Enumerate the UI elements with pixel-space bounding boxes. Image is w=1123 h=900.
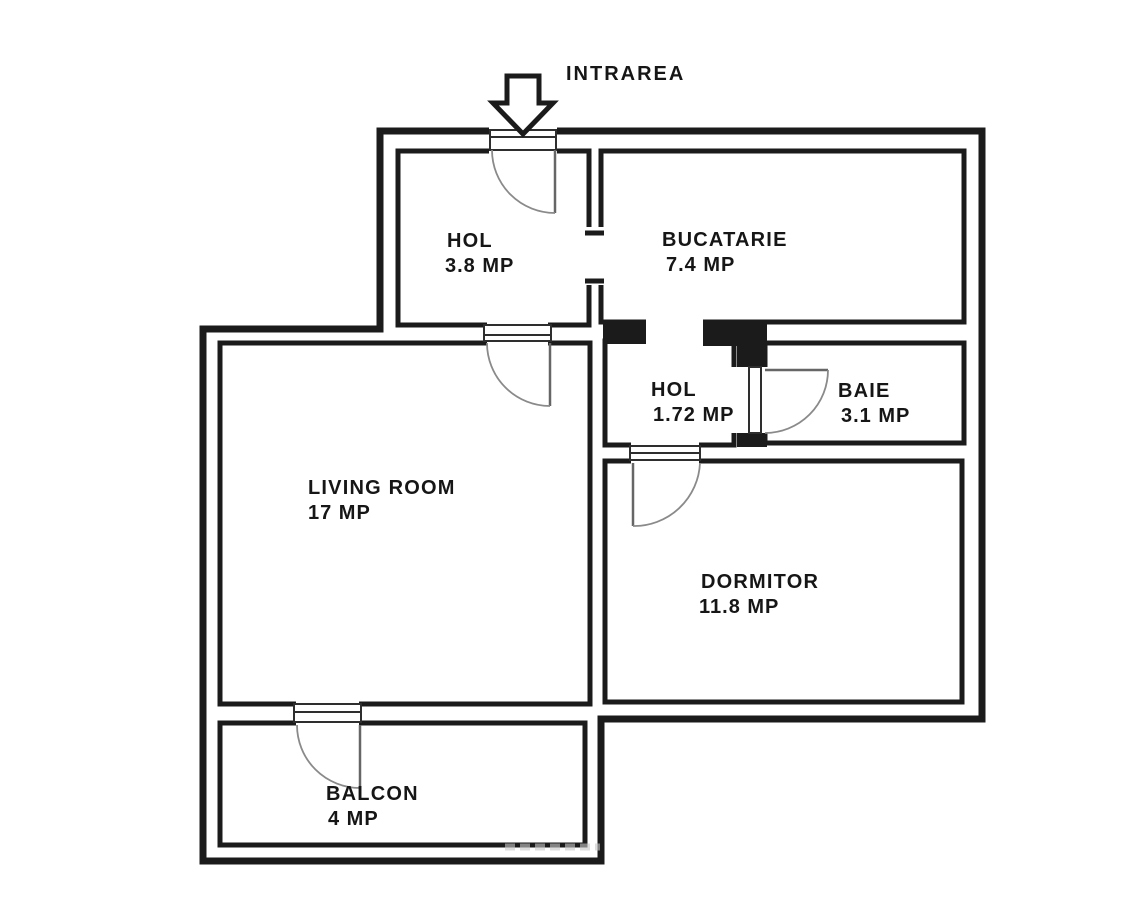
room-living-area: 17 MP <box>308 502 371 524</box>
room-baie-label: BAIE <box>838 380 891 402</box>
room-living-walls <box>217 340 593 707</box>
living-door-frame <box>483 324 552 342</box>
room-balcon-walls <box>217 720 588 848</box>
balcon-door-swing-icon <box>296 724 361 789</box>
wall-segment <box>737 341 767 368</box>
baie-door-swing-icon <box>764 369 829 434</box>
room-balcon-area: 4 MP <box>328 808 379 830</box>
opening-bucatarie-hol-mid <box>646 316 703 347</box>
room-hol-mid-label: HOL <box>651 379 697 401</box>
room-dormitor-walls <box>602 458 965 705</box>
room-dormitor-label: DORMITOR <box>701 571 819 593</box>
room-hol-mid-area: 1.72 MP <box>653 404 734 426</box>
wall-segment <box>603 320 647 344</box>
room-balcon-label: BALCON <box>326 783 419 805</box>
opening-hol-bucatarie <box>584 227 607 285</box>
entrance-label: INTRAREA <box>566 63 685 85</box>
room-hol-top-area: 3.8 MP <box>445 255 514 277</box>
baie-door-frame <box>748 366 762 434</box>
dormitor-door-swing-icon <box>632 462 701 527</box>
room-living-label: LIVING ROOM <box>308 477 456 499</box>
living-door-swing-icon <box>486 342 551 407</box>
room-bucatarie-area: 7.4 MP <box>666 254 735 276</box>
outer-boundary-wall <box>199 127 986 865</box>
room-bucatarie-label: BUCATARIE <box>662 229 788 251</box>
wall-segment <box>737 432 767 447</box>
entrance-arrow-icon <box>487 73 559 138</box>
room-hol-top-label: HOL <box>447 230 493 252</box>
room-baie-area: 3.1 MP <box>841 405 910 427</box>
entrance-door-swing-icon <box>491 149 556 214</box>
room-dormitor-area: 11.8 MP <box>699 596 779 618</box>
